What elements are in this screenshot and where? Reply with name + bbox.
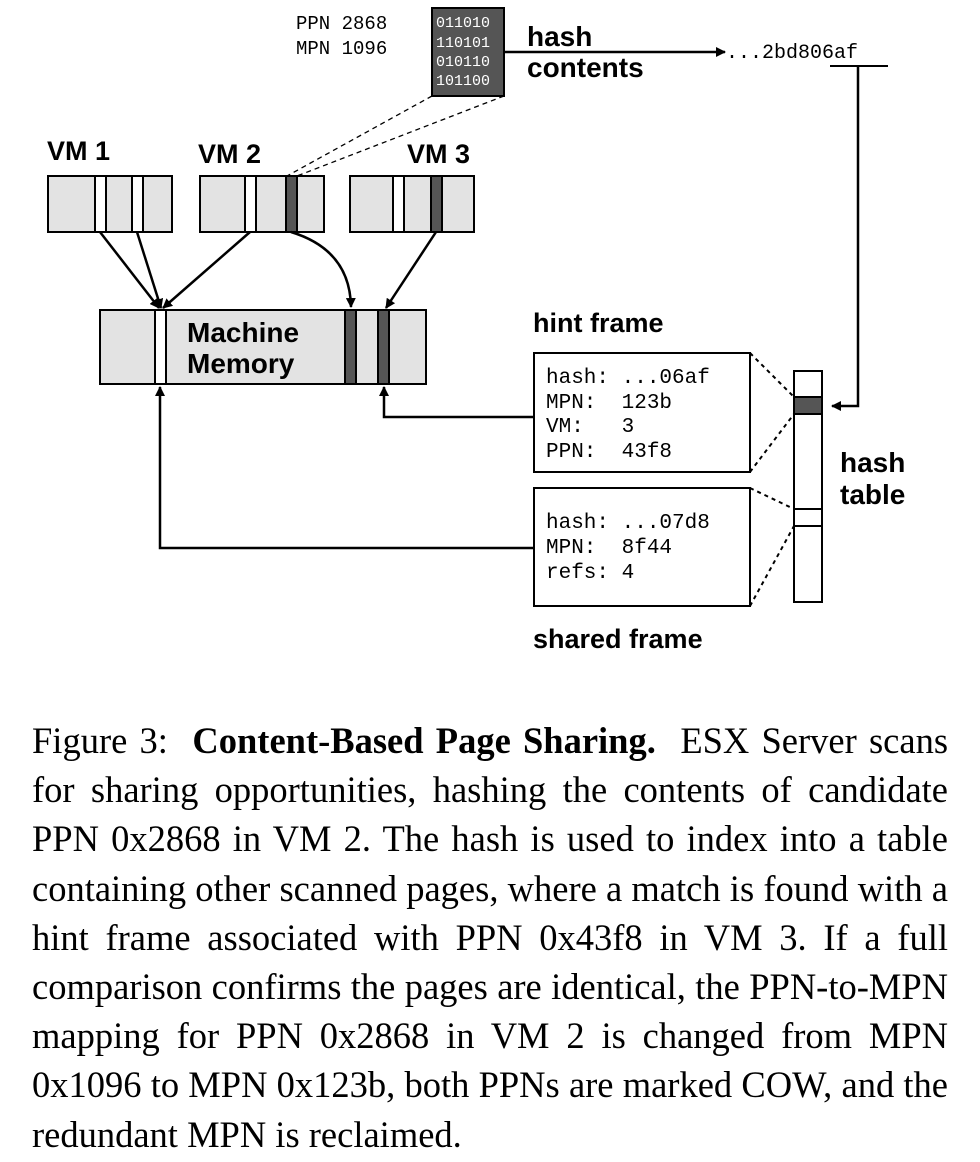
page-mpn-label: MPN 1096 xyxy=(296,38,387,60)
shared-frame-title: shared frame xyxy=(533,624,703,654)
hint-frame-line: MPN: 123b xyxy=(546,392,672,415)
hash-table-label: hash xyxy=(840,447,905,478)
hint-frame-line: PPN: 43f8 xyxy=(546,441,672,464)
vm2-label: VM 2 xyxy=(198,139,261,169)
content-based-page-sharing-diagram: PPN 2868 MPN 1096 011010 110101 010110 1… xyxy=(47,7,905,654)
machine-memory-label: Machine xyxy=(187,317,299,348)
page-bits-row: 011010 xyxy=(436,15,490,32)
caption-label: Figure 3: xyxy=(32,720,168,761)
hash-table-dotted-links xyxy=(749,352,795,607)
page-bits-row: 101100 xyxy=(436,73,490,90)
shared-frame-line: refs: 4 xyxy=(546,562,634,585)
dashed-link xyxy=(286,95,433,177)
caption-body: ESX Server scans for sharing opportuniti… xyxy=(32,720,949,1155)
shared-to-memory-arrow xyxy=(155,386,534,550)
machine-memory-label: Memory xyxy=(187,348,295,379)
dashed-link xyxy=(296,95,505,177)
hash-value: ...2bd806af xyxy=(726,42,858,65)
hint-frame-box xyxy=(533,352,751,473)
machine-memory xyxy=(99,309,427,385)
hint-frame-title: hint frame xyxy=(533,308,664,338)
caption-title: Content-Based Page Sharing. xyxy=(192,720,656,761)
page-contents-block xyxy=(431,7,505,97)
vm1-label: VM 1 xyxy=(47,136,110,166)
hint-frame-line: VM: 3 xyxy=(546,416,634,439)
vm1-memory xyxy=(47,175,173,233)
hash-to-table-arrow xyxy=(831,66,860,411)
page-bits-row: 010110 xyxy=(436,54,490,71)
hash-contents-label: hash xyxy=(527,21,592,52)
hash-contents-label: contents xyxy=(527,52,644,83)
vm3-memory xyxy=(349,175,475,233)
figure-caption: Figure 3: Content-Based Page Sharing. ES… xyxy=(32,716,948,1159)
hash-table xyxy=(793,370,823,603)
vm2-memory xyxy=(199,175,325,233)
hash-table-label: table xyxy=(840,479,905,510)
hint-to-memory-arrow xyxy=(379,386,534,419)
shared-frame-line: hash: ...07d8 xyxy=(546,512,710,535)
page-ppn-label: PPN 2868 xyxy=(296,13,387,35)
shared-frame-line: MPN: 8f44 xyxy=(546,537,672,560)
hint-frame-line: hash: ...06af xyxy=(546,367,710,390)
page-bits-row: 110101 xyxy=(436,35,490,52)
vm3-label: VM 3 xyxy=(407,139,470,169)
mapping-arrows xyxy=(99,230,438,309)
